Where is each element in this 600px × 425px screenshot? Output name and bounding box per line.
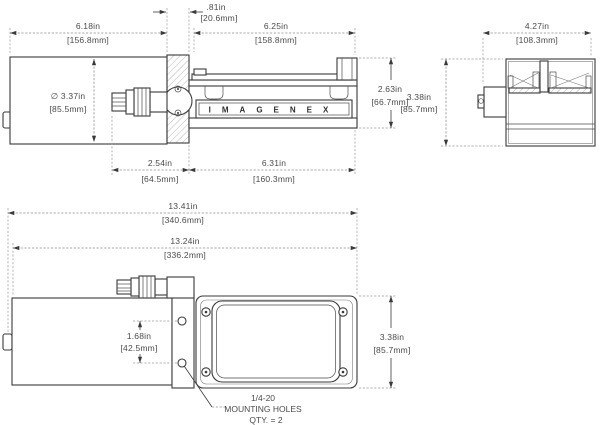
end-right-bay-diagonal2 xyxy=(550,74,590,89)
dim-diameter-in: ∅ 3.37in xyxy=(51,91,86,101)
end-connector-tab xyxy=(477,94,485,109)
top-connector-boss xyxy=(166,276,195,299)
dim-hole-spacing-mm: [42.5mm] xyxy=(120,343,157,353)
head-right-block xyxy=(336,57,358,81)
end-right-bay-diagonal xyxy=(550,72,590,89)
dim-head-bottom-mm: [160.3mm] xyxy=(253,174,295,184)
mounting-hole-lower xyxy=(177,358,187,368)
note-thread-size: 1/4-20 xyxy=(251,393,275,403)
note-hole-label: MOUNTING HOLES xyxy=(224,404,302,414)
top-endcap-nub xyxy=(2,333,13,351)
end-connector-block xyxy=(483,86,507,118)
top-view-dimensions: 13.41in [340.6mm] 13.24in [336.2mm] 1.68… xyxy=(7,201,410,425)
dim-body-length-mm: [336.2mm] xyxy=(164,250,206,260)
brand-banner-outer xyxy=(195,99,353,119)
dim-head-height-in: 2.63in xyxy=(378,84,402,94)
side-connector-assembly xyxy=(111,85,193,117)
brand-banner-inner xyxy=(198,102,350,116)
end-post xyxy=(507,75,514,89)
dim-head-bottom-in: 6.31in xyxy=(262,158,286,168)
end-connector-knob xyxy=(478,98,484,104)
dim-flange-width-mm: [20.6mm] xyxy=(200,13,237,23)
dim-head-top-mm: [158.8mm] xyxy=(255,35,297,45)
head-plate-inner-ring xyxy=(200,299,353,385)
dim-overall-length-mm: [340.6mm] xyxy=(162,215,204,225)
head-left-tab xyxy=(193,68,207,76)
end-post xyxy=(532,71,540,89)
end-right-shelf xyxy=(548,87,592,94)
dim-flange-width-in: .81in xyxy=(206,2,226,12)
top-connector-neck xyxy=(154,278,168,296)
dim-housing-length-in: 6.18in xyxy=(76,21,100,31)
head-bottom-plate xyxy=(188,117,358,129)
head-rail-lower xyxy=(188,79,358,87)
brand-label: IMAGENEX xyxy=(209,106,340,115)
head-rail-upper xyxy=(191,73,353,81)
plate-screw-bottom-dot xyxy=(177,112,179,114)
mounting-hole-upper xyxy=(177,316,187,326)
connector-neck xyxy=(149,91,168,113)
dim-end-width-in: 4.27in xyxy=(525,21,549,31)
top-connector-assembly xyxy=(116,275,168,299)
head-left-hook xyxy=(204,86,224,100)
dim-end-height-in: 3.38in xyxy=(407,92,431,102)
top-pressure-housing xyxy=(11,297,173,386)
connector-collar xyxy=(125,89,135,115)
dim-overall-length-in: 13.41in xyxy=(168,201,197,211)
side-view: IMAGENEX xyxy=(2,2,408,184)
end-view: 4.27in [108.3mm] 3.38in [85.7mm] xyxy=(400,21,596,147)
plate-screw-top xyxy=(174,85,182,93)
head-window-inner xyxy=(216,304,336,379)
note-hole-qty: QTY. = 2 xyxy=(249,415,282,425)
dim-connector-in: 2.54in xyxy=(148,158,172,168)
side-view-dimensions: 6.18in [156.8mm] .81in [20.6mm] 6.25in [… xyxy=(9,2,408,184)
top-head-plate xyxy=(195,295,358,389)
dim-head-top-in: 6.25in xyxy=(264,21,288,31)
plate-screw-bottom xyxy=(174,109,182,117)
side-sonar-head: IMAGENEX xyxy=(188,57,358,129)
dim-end-width-mm: [108.3mm] xyxy=(516,35,558,45)
end-body-inner xyxy=(508,61,593,144)
head-window-outer xyxy=(211,300,341,383)
top-connector-tip xyxy=(116,279,132,295)
dim-top-width-mm: [85.7mm] xyxy=(373,345,410,355)
end-left-shelf xyxy=(508,87,541,94)
dim-body-length-in: 13.24in xyxy=(170,236,199,246)
note-leader-line xyxy=(184,366,213,408)
top-clamp-flange xyxy=(171,294,195,389)
head-right-hook xyxy=(329,86,349,100)
dim-top-width-in: 3.38in xyxy=(380,332,404,342)
dim-diameter-mm: [85.5mm] xyxy=(49,104,86,114)
plate-screw-top-dot xyxy=(177,88,179,90)
plate-screw-dot xyxy=(204,310,208,314)
top-connector-collar xyxy=(130,277,140,297)
top-view: 13.41in [340.6mm] 13.24in [336.2mm] 1.68… xyxy=(2,201,410,425)
dim-end-height-mm: [85.7mm] xyxy=(400,104,437,114)
end-center-divider xyxy=(539,60,549,93)
plate-screw-dot xyxy=(341,370,345,374)
dim-connector-mm: [64.5mm] xyxy=(141,174,178,184)
dim-housing-length-mm: [156.8mm] xyxy=(67,35,109,45)
plate-screw-dot xyxy=(204,370,208,374)
connector-plate xyxy=(163,86,193,116)
dim-head-height-mm: [66.7mm] xyxy=(371,97,408,107)
end-body xyxy=(505,58,596,147)
end-post xyxy=(549,71,557,89)
dim-hole-spacing-in: 1.68in xyxy=(127,331,151,341)
plate-screws xyxy=(201,307,348,377)
end-view-dimensions: 4.27in [108.3mm] 3.38in [85.7mm] xyxy=(400,21,592,147)
plate-screw-dot xyxy=(341,310,345,314)
end-post xyxy=(585,75,592,89)
